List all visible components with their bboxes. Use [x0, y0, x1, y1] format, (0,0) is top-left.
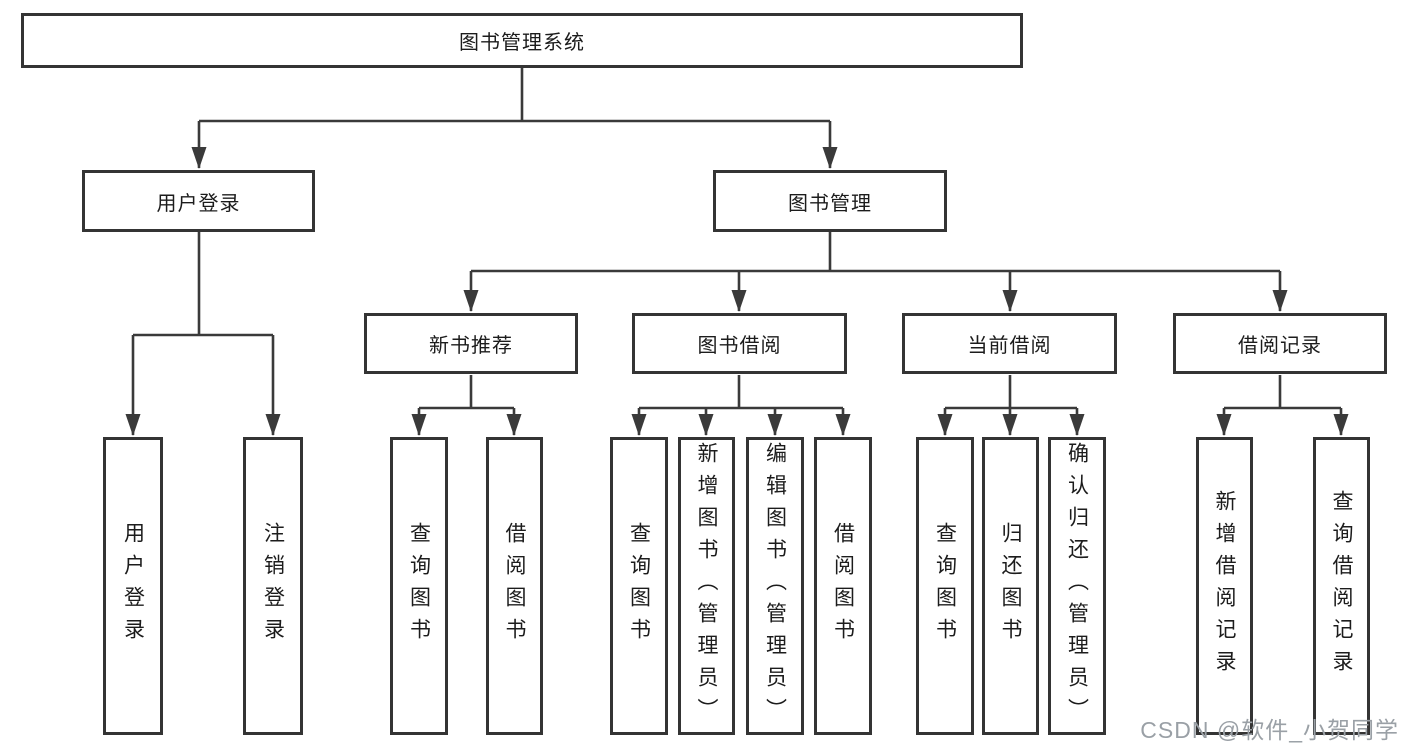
- leaf-query-books-borrow-label: 查询图书: [627, 522, 651, 650]
- leaf-add-borrow-record-label: 新增借阅记录: [1213, 490, 1236, 682]
- leaf-user-login-label: 用户登录: [121, 522, 145, 650]
- leaf-query-borrow-record-label: 查询借阅记录: [1330, 490, 1353, 682]
- leaf-query-books-current-label: 查询图书: [933, 522, 957, 650]
- leaf-confirm-return-admin-label: 确认归还（管理员）: [1065, 442, 1089, 730]
- leaf-add-books-admin: 新增图书（管理员）: [678, 437, 735, 735]
- leaf-confirm-return-admin: 确认归还（管理员）: [1048, 437, 1106, 735]
- node-book-borrow-label: 图书借阅: [697, 335, 782, 357]
- leaf-query-books-current: 查询图书: [916, 437, 974, 735]
- connector-newbook-to-leaves: [411, 375, 522, 436]
- leaf-add-borrow-record: 新增借阅记录: [1196, 437, 1253, 735]
- node-book-borrow: 图书借阅: [632, 313, 847, 374]
- leaf-edit-books-admin: 编辑图书（管理员）: [746, 437, 804, 735]
- node-current-borrow: 当前借阅: [902, 313, 1117, 374]
- node-user-login: 用户登录: [82, 170, 315, 232]
- node-book-management: 图书管理: [713, 170, 947, 232]
- connector-bookmgmt-to-level3: [463, 232, 1288, 312]
- connector-root-to-level2: [191, 68, 838, 169]
- node-user-login-label: 用户登录: [156, 192, 241, 215]
- connector-current-to-leaves: [937, 375, 1085, 436]
- leaf-query-borrow-record: 查询借阅记录: [1313, 437, 1370, 735]
- node-new-book-recommend: 新书推荐: [364, 313, 578, 374]
- node-root: 图书管理系统: [21, 13, 1023, 68]
- leaf-borrow-books-label: 借阅图书: [831, 522, 855, 650]
- leaf-return-books: 归还图书: [982, 437, 1039, 735]
- node-new-book-recommend-label: 新书推荐: [429, 335, 513, 357]
- leaf-query-books-newrec-label: 查询图书: [407, 522, 431, 650]
- node-current-borrow-label: 当前借阅: [967, 335, 1052, 357]
- node-book-management-label: 图书管理: [788, 192, 872, 215]
- node-borrow-record-label: 借阅记录: [1238, 335, 1322, 357]
- leaf-borrow-books-newrec: 借阅图书: [486, 437, 543, 735]
- connector-record-to-leaves: [1216, 375, 1349, 436]
- leaf-query-books-borrow: 查询图书: [610, 437, 668, 735]
- connector-userlogin-to-leaves: [125, 232, 281, 436]
- leaf-borrow-books-newrec-label: 借阅图书: [503, 522, 526, 650]
- watermark: CSDN @软件_小贺同学: [1140, 717, 1399, 743]
- leaf-return-books-label: 归还图书: [999, 522, 1022, 650]
- leaf-borrow-books: 借阅图书: [814, 437, 872, 735]
- leaf-logout-login-label: 注销登录: [261, 522, 285, 650]
- leaf-add-books-admin-label: 新增图书（管理员）: [695, 442, 718, 730]
- leaf-edit-books-admin-label: 编辑图书（管理员）: [763, 442, 787, 730]
- node-root-label: 图书管理系统: [459, 32, 585, 54]
- node-borrow-record: 借阅记录: [1173, 313, 1387, 374]
- leaf-logout-login: 注销登录: [243, 437, 303, 735]
- leaf-query-books-newrec: 查询图书: [390, 437, 448, 735]
- leaf-user-login: 用户登录: [103, 437, 163, 735]
- connector-borrow-to-leaves: [631, 375, 851, 436]
